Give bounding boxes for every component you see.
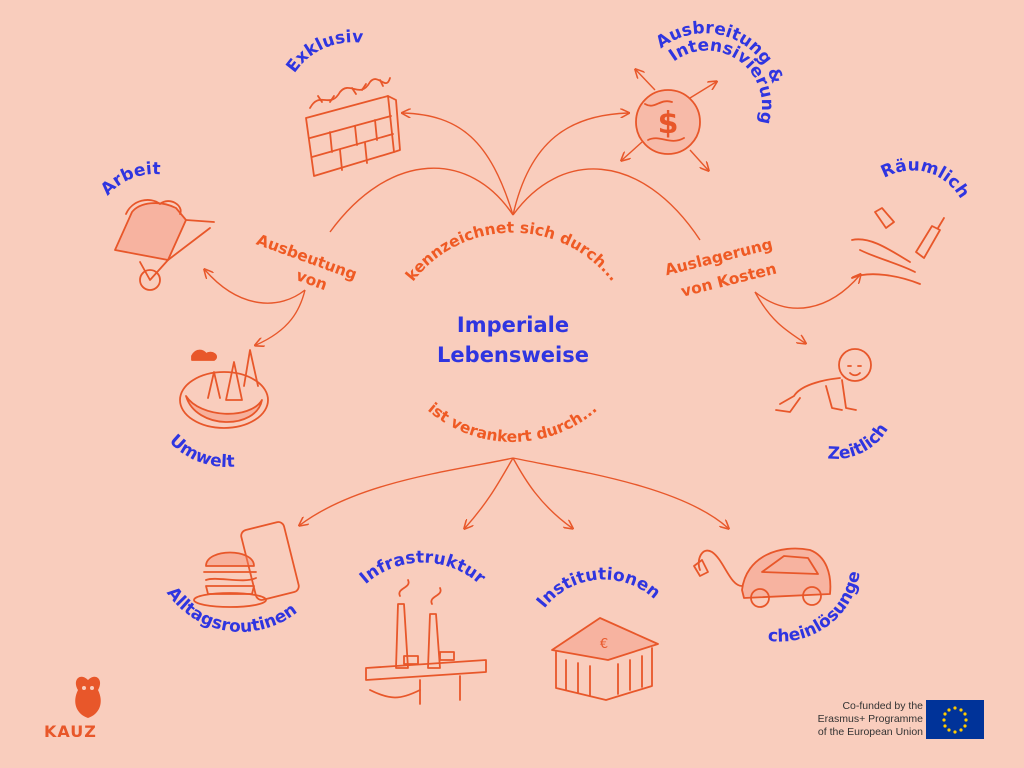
svg-text:€: €	[600, 637, 608, 652]
electric-car-icon	[693, 547, 832, 608]
factory-highway-icon	[365, 579, 487, 705]
svg-text:$: $	[658, 106, 679, 141]
eu-flag-icon	[926, 700, 984, 739]
wall-with-barbed-wire-icon	[305, 77, 401, 177]
wheelbarrow-icon	[114, 199, 215, 291]
eu-line-1: Co-funded by the	[842, 700, 923, 712]
label-umwelt: Umwelt	[165, 431, 235, 472]
eu-star-ring	[942, 706, 968, 734]
burger-phone-icon	[193, 521, 300, 608]
center-title-line2: Lebensweise	[437, 343, 589, 367]
eu-cofunding-note: Co-funded by the Erasmus+ Programme of t…	[795, 700, 923, 739]
eu-line-3: of the European Union	[817, 726, 923, 738]
eu-line-2: Erasmus+ Programme	[817, 713, 923, 725]
connector-top-label: kennzeichnet sich durch...	[402, 219, 623, 285]
ausbeutung-connectors	[205, 270, 306, 345]
center-title-line1: Imperiale	[457, 313, 569, 337]
branch-ausbeutung: Ausbeutung von	[254, 231, 359, 294]
label-exklusiv: Exklusiv	[282, 27, 363, 77]
label-arbeit: Arbeit	[97, 159, 161, 200]
label-raeumlich: Räumlich	[878, 155, 973, 202]
top-connectors	[329, 113, 701, 241]
bottom-connectors	[300, 457, 728, 528]
label-institutionen: Institutionen	[533, 565, 664, 612]
label-zeitlich: Zeitlich	[827, 420, 892, 464]
bank-building-icon: €	[551, 617, 659, 701]
label-alltagsroutinen: Alltagsroutinen	[162, 583, 300, 637]
label-infrastruktur: Infrastruktur	[356, 548, 490, 589]
globe-dollar-icon: $	[622, 70, 716, 170]
litter-bottle-icon	[851, 207, 945, 285]
crawling-baby-icon	[775, 348, 872, 413]
owl-logo-icon	[75, 676, 101, 718]
forest-icon	[179, 349, 269, 429]
auslagerung-connectors	[754, 275, 860, 343]
kauz-logo-text: KAUZ	[44, 722, 97, 741]
center-title: Imperiale Lebensweise	[437, 313, 589, 367]
branch-auslagerung: Auslagerung von Kosten	[663, 235, 778, 301]
connector-bottom-label: ist verankert durch...	[425, 399, 601, 446]
